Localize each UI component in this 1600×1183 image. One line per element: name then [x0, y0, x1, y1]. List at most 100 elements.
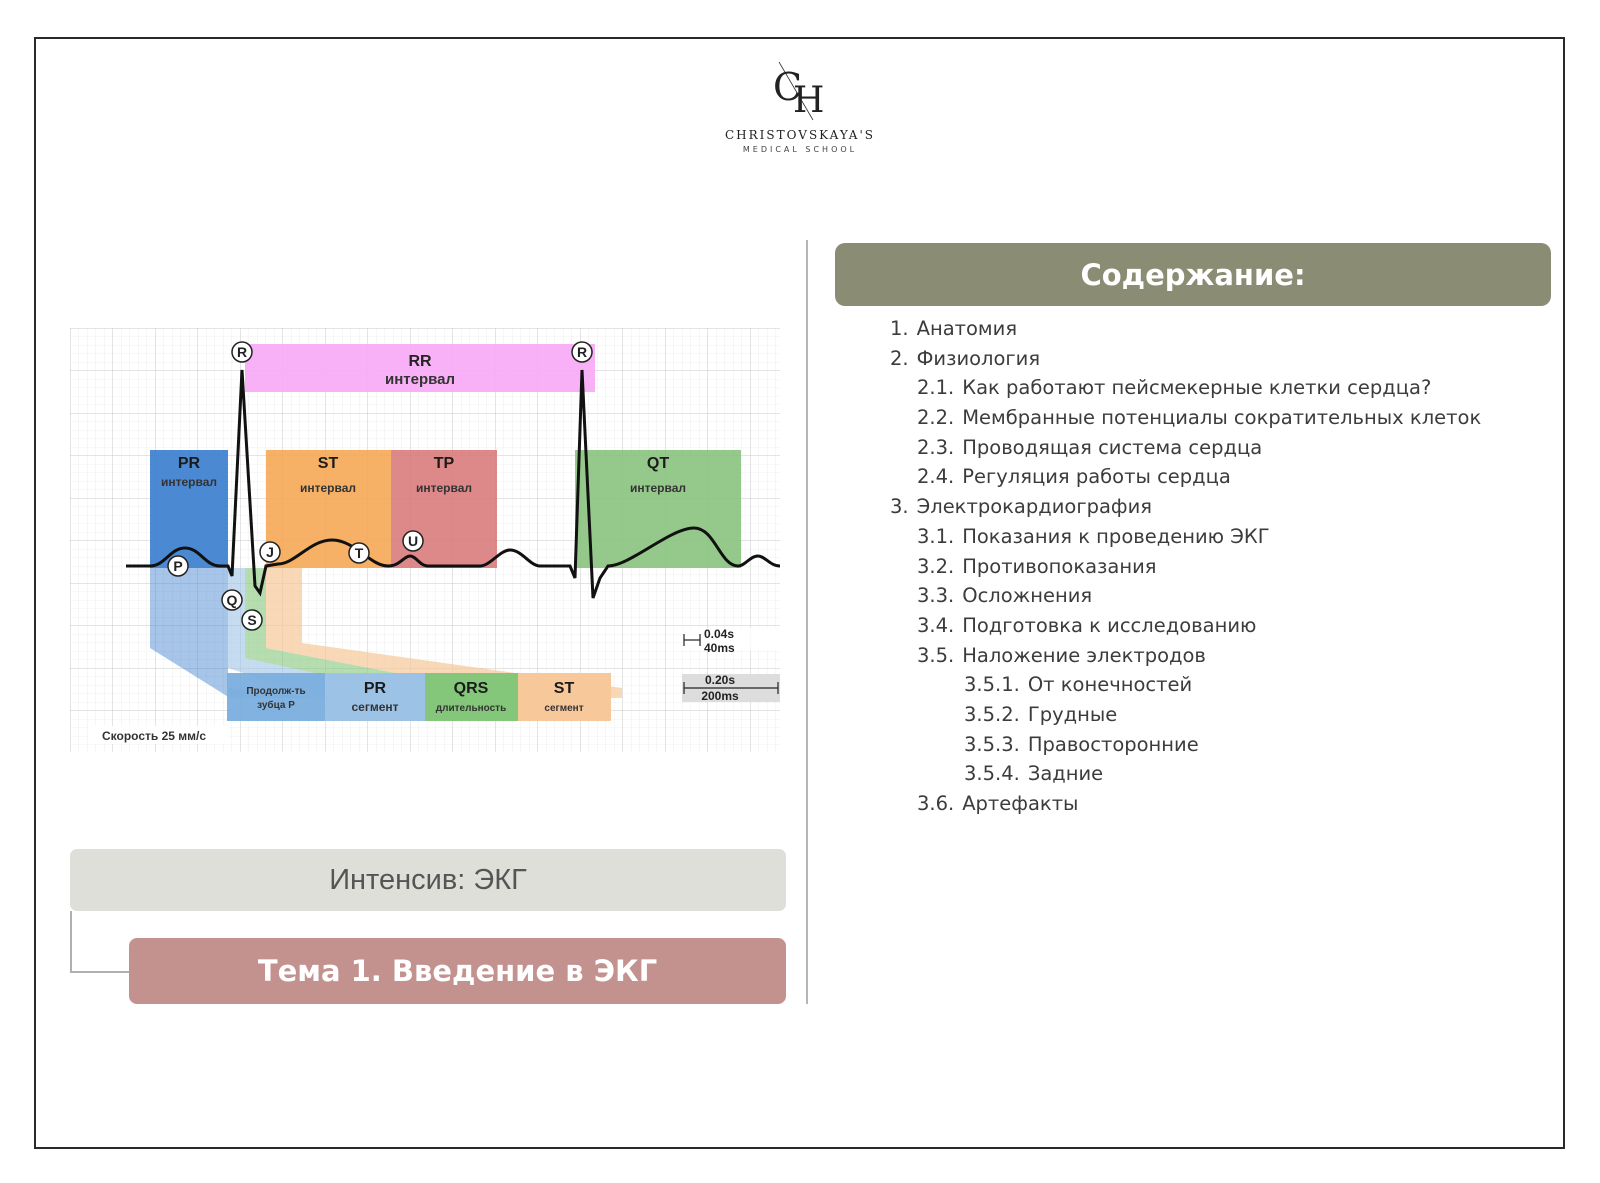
st-segment-label: сегмент: [544, 703, 583, 714]
toc-item: 3.5. Наложение электродов: [890, 641, 1570, 671]
toc-item: 3.2. Противопоказания: [890, 552, 1570, 582]
toc-item-text: Грудные: [1027, 702, 1118, 726]
tp-interval-title: TP: [434, 455, 455, 472]
st-segment-box: [518, 673, 611, 721]
wave-u: U: [408, 533, 418, 549]
toc-item-text: Анатомия: [916, 317, 1018, 340]
p-duration-box: [227, 673, 325, 721]
toc-item: 2.4. Регуляция работы сердца: [890, 462, 1570, 492]
st-interval-box: [266, 450, 391, 568]
qt-interval-box: [575, 450, 741, 568]
scale-large-s: 0.20s: [705, 673, 735, 687]
toc-item-number: 3.5.3.: [964, 732, 1020, 756]
toc-item-text: Правосторонние: [1027, 732, 1199, 756]
toc-item-number: 2.2.: [917, 406, 955, 430]
toc-item-text: Задние: [1027, 762, 1104, 786]
toc-item-text: Физиология: [916, 346, 1041, 370]
topic-title: Тема 1. Введение в ЭКГ: [129, 938, 786, 1004]
p-duration-line1: Продолж-ть: [246, 686, 305, 697]
rr-interval-box: [245, 344, 595, 392]
qrs-duration-box: [425, 673, 518, 721]
toc-item-text: Регуляция работы сердца: [962, 465, 1231, 489]
toc-item-number: 3.4.: [917, 613, 955, 637]
rr-interval-title: RR: [408, 353, 432, 370]
wave-t: T: [355, 545, 364, 561]
toc-item: 3.5.1. От конечностей: [890, 670, 1570, 700]
toc-item-number: 3.1.: [917, 524, 955, 548]
toc-item-number: 2.1.: [917, 376, 955, 400]
toc-item: 3.5.4. Задние: [890, 759, 1570, 789]
logo-subtitle: MEDICAL SCHOOL: [742, 145, 858, 154]
toc-header: Содержание:: [835, 243, 1551, 306]
connector-line: [70, 971, 130, 973]
pr-segment-label: сегмент: [351, 700, 398, 714]
toc-item: 3.4. Подготовка к исследованию: [890, 611, 1570, 641]
toc-item-text: Осложнения: [962, 584, 1093, 608]
toc-item-text: Мембранные потенциалы сократительных кле…: [962, 406, 1482, 430]
toc-item-text: Проводящая система сердца: [962, 435, 1263, 459]
wave-r1: R: [237, 344, 247, 360]
toc-item-number: 3.: [890, 495, 909, 519]
toc-item-number: 3.2.: [917, 554, 955, 578]
wave-j: J: [266, 544, 274, 560]
toc-item-number: 2.4.: [917, 465, 955, 489]
pr-segment-box: [325, 673, 425, 721]
wave-p: P: [173, 558, 182, 574]
svg-text:H: H: [793, 80, 824, 121]
toc-item-number: 3.6.: [917, 792, 955, 815]
toc-item: 2.3. Проводящая система сердца: [890, 433, 1570, 463]
toc-item-text: Подготовка к исследованию: [962, 613, 1257, 637]
toc-item-text: Наложение электродов: [962, 643, 1206, 667]
wave-s: S: [247, 612, 256, 628]
ecg-trace: [126, 369, 780, 599]
scale-large-ms: 200ms: [701, 689, 739, 703]
p-duration-band: [150, 568, 320, 698]
toc-list: 1. Анатомия 2. Физиология 2.1. Как работают п…: [890, 314, 1570, 819]
st-segment-title: ST: [554, 680, 575, 697]
toc-item: 3.6. Артефакты: [890, 789, 1570, 819]
toc-item: 2.2. Мембранные потенциалы сократительных…: [890, 403, 1570, 433]
toc-item-number: 3.3.: [917, 584, 955, 608]
qrs-band: [245, 568, 525, 698]
wave-r2: R: [577, 344, 587, 360]
logo-name: CHRISTOVSKAYA'S: [725, 128, 875, 142]
toc-item-text: Противопоказания: [962, 554, 1157, 578]
pr-segment-title: PR: [364, 680, 387, 697]
qt-interval-title: QT: [647, 455, 669, 472]
logo-monogram: C H: [765, 60, 835, 124]
toc-item-text: Как работают пейсмекерные клетки сердца?: [962, 376, 1432, 400]
toc-item-text: Артефакты: [962, 792, 1079, 815]
time-scale: 0.04s 40ms 0.20s 200ms: [682, 627, 780, 703]
toc-item: 3.1. Показания к проведению ЭКГ: [890, 522, 1570, 552]
vertical-divider: [806, 240, 808, 1004]
toc-item: 3.5.2.Грудные: [890, 700, 1570, 730]
toc-item: 2. Физиология: [890, 344, 1570, 374]
svg-text:C: C: [773, 65, 802, 109]
toc-item-number: 3.5.1.: [964, 673, 1020, 697]
qt-interval-label: интервал: [630, 481, 686, 495]
ecg-speed-label: Скорость 25 мм/с: [102, 729, 206, 743]
toc-item-text: Электрокардиография: [916, 495, 1152, 519]
toc-item: 3.5.3. Правосторонние: [890, 730, 1570, 760]
p-duration-line2: зубца Р: [257, 699, 295, 711]
toc-item: 3. Электрокардиография: [890, 492, 1570, 522]
toc-item: 2.1. Как работают пейсмекерные клетки сер…: [890, 373, 1570, 403]
toc-item: 3.3. Осложнения: [890, 581, 1570, 611]
scale-small-s: 0.04s: [704, 627, 734, 641]
ecg-diagram: RR интервал PR интервал ST интервал TP и…: [70, 328, 780, 752]
course-title: Интенсив: ЭКГ: [70, 849, 786, 911]
toc-item-number: 3.5.4.: [964, 762, 1020, 786]
toc-item-number: 3.5.: [917, 643, 955, 667]
toc-item-text: Показания к проведению ЭКГ: [962, 524, 1270, 548]
toc-item-number: 2.: [890, 346, 909, 370]
pr-interval-title: PR: [178, 455, 201, 472]
toc-item: 1. Анатомия: [890, 314, 1570, 344]
school-logo: C H CHRISTOVSKAYA'S MEDICAL SCHOOL: [0, 60, 1600, 154]
toc-item-number: 1.: [890, 317, 909, 340]
toc-item-text: От конечностей: [1027, 673, 1193, 697]
wave-q: Q: [227, 592, 238, 608]
st-interval-title: ST: [318, 455, 339, 472]
toc-item-number: 2.3.: [917, 435, 955, 459]
qrs-duration-label: длительность: [436, 703, 506, 714]
pr-segment-band: [228, 568, 430, 698]
